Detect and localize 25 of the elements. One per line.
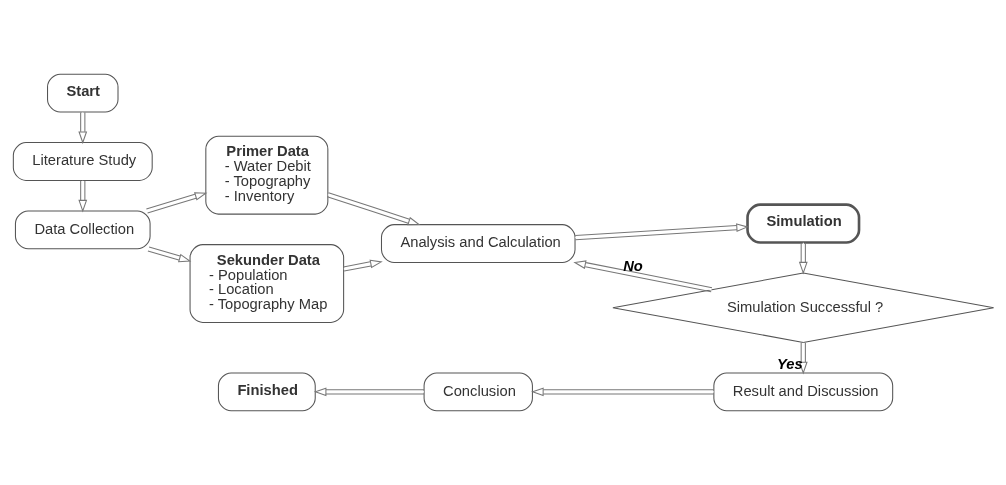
node-box: Conclusion <box>423 372 533 412</box>
node-box: Sekunder Data - Population - Location - Topography Map <box>189 244 344 323</box>
edge-label: Yes <box>776 355 803 372</box>
arrow <box>572 260 713 293</box>
node-box: Literature Study <box>12 142 153 181</box>
node-box: Primer Data - Water Debit - Topography - Inventory <box>204 135 328 215</box>
node-diamond: Simulation Successful ? <box>611 272 994 343</box>
arrow <box>313 387 425 397</box>
node-box: Simulation <box>745 203 860 244</box>
arrow <box>77 180 87 213</box>
edge-label: No <box>622 258 643 275</box>
arrow <box>798 342 808 375</box>
arrow <box>146 246 191 263</box>
arrow <box>145 192 207 214</box>
arrow <box>798 242 808 275</box>
arrow <box>77 111 87 145</box>
node-box: Data Collection <box>14 210 151 250</box>
node-box: Finished <box>217 372 316 412</box>
node-box: Result and Discussion <box>712 372 893 412</box>
node-box: Start <box>46 73 119 113</box>
arrow <box>326 192 421 226</box>
arrow <box>530 387 714 397</box>
arrow <box>574 223 749 241</box>
arrow <box>342 259 383 272</box>
node-box: Analysis and Calculation <box>380 224 576 263</box>
